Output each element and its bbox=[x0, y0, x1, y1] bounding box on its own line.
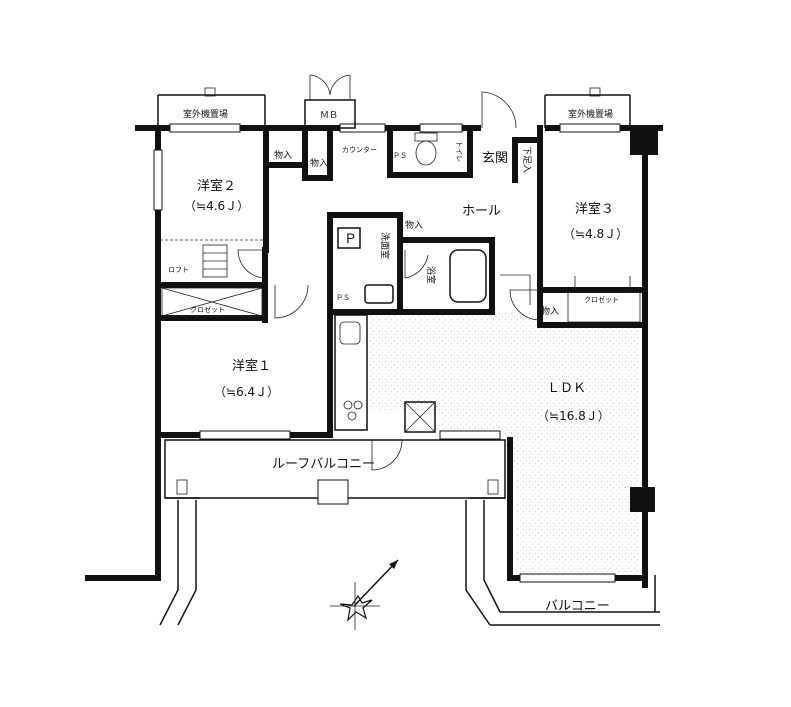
balcony-label: バルコニー bbox=[545, 599, 610, 614]
closet-western3 bbox=[567, 276, 641, 323]
window-top-3 bbox=[419, 123, 463, 133]
storage-corridor-label: 物入 bbox=[310, 157, 328, 169]
outdoor-unit-right bbox=[544, 87, 631, 128]
compass-icon bbox=[330, 559, 399, 630]
linen-label: 物入 bbox=[405, 219, 423, 231]
mb-label: ＭＢ bbox=[320, 111, 338, 121]
washer-pan bbox=[337, 227, 361, 249]
loft-label: ロフト bbox=[168, 266, 189, 274]
ventilation-box bbox=[404, 401, 436, 433]
door-western3[interactable] bbox=[509, 289, 541, 321]
column-top-right bbox=[630, 130, 658, 155]
meter-box bbox=[304, 74, 356, 129]
ps-toilet-label: ＰＳ bbox=[393, 152, 407, 160]
hall-label: ホール bbox=[462, 204, 501, 219]
outdoor-unit-left bbox=[157, 87, 266, 128]
column-right-mid bbox=[630, 487, 655, 512]
western3-area: （≒4.8Ｊ） bbox=[563, 227, 628, 241]
washbasin bbox=[364, 284, 394, 304]
western3-name: 洋室３ bbox=[575, 201, 614, 217]
ldk-area: （≒16.8Ｊ） bbox=[537, 409, 610, 423]
lower-balcony-outline bbox=[159, 500, 660, 626]
door-hall-ldk[interactable] bbox=[500, 274, 531, 305]
toilet-fixture bbox=[414, 132, 438, 166]
window-w1-bottom bbox=[199, 430, 291, 440]
closet-western1 bbox=[161, 287, 263, 317]
washroom-label: 洗面室 bbox=[379, 232, 391, 259]
door-western1[interactable] bbox=[274, 284, 309, 319]
door-western2[interactable] bbox=[237, 249, 267, 279]
shoe-box-label: 下足入 bbox=[521, 146, 532, 173]
western2-area: （≒4.6Ｊ） bbox=[184, 199, 249, 213]
outdoor-unit-left-label: 室外機置場 bbox=[183, 108, 228, 120]
door-roof-balcony[interactable] bbox=[371, 439, 403, 471]
outdoor-unit-right-label: 室外機置場 bbox=[568, 108, 613, 120]
storage-w3-label: 物入 bbox=[541, 305, 559, 317]
toilet-label: トイレ bbox=[455, 141, 463, 162]
storage-w2-label: 物入 bbox=[274, 149, 292, 161]
interior-walls bbox=[155, 125, 648, 438]
bathtub bbox=[449, 249, 487, 303]
bath-label: 浴室 bbox=[425, 266, 437, 284]
western2-name: 洋室２ bbox=[197, 178, 236, 194]
window-w2-left bbox=[153, 149, 163, 211]
western1-name: 洋室１ bbox=[232, 358, 271, 374]
roof-balcony-label: ルーフバルコニー bbox=[272, 457, 375, 472]
entrance-label: 玄関 bbox=[482, 151, 508, 166]
washer-p-label: Ｐ bbox=[344, 232, 357, 247]
counter-label: カウンター bbox=[342, 145, 377, 154]
window-ldk-bottom bbox=[519, 573, 616, 583]
entrance-door[interactable] bbox=[481, 91, 517, 129]
kitchen-counter bbox=[334, 314, 368, 431]
closet-w3-label: クロゼット bbox=[584, 295, 619, 304]
ldk-name: ＬＤＫ bbox=[547, 381, 586, 396]
ps-kitchen-label: ＰＳ bbox=[336, 294, 350, 302]
closet-w1-label: クロゼット bbox=[190, 305, 225, 314]
window-top-1 bbox=[169, 123, 241, 133]
window-kitchen-bottom bbox=[439, 430, 501, 440]
door-bath[interactable] bbox=[404, 250, 429, 279]
loft-ladder bbox=[160, 239, 265, 278]
window-top-4 bbox=[559, 123, 621, 133]
western1-area: （≒6.4Ｊ） bbox=[214, 385, 279, 399]
roof-balcony-outline bbox=[164, 439, 506, 505]
